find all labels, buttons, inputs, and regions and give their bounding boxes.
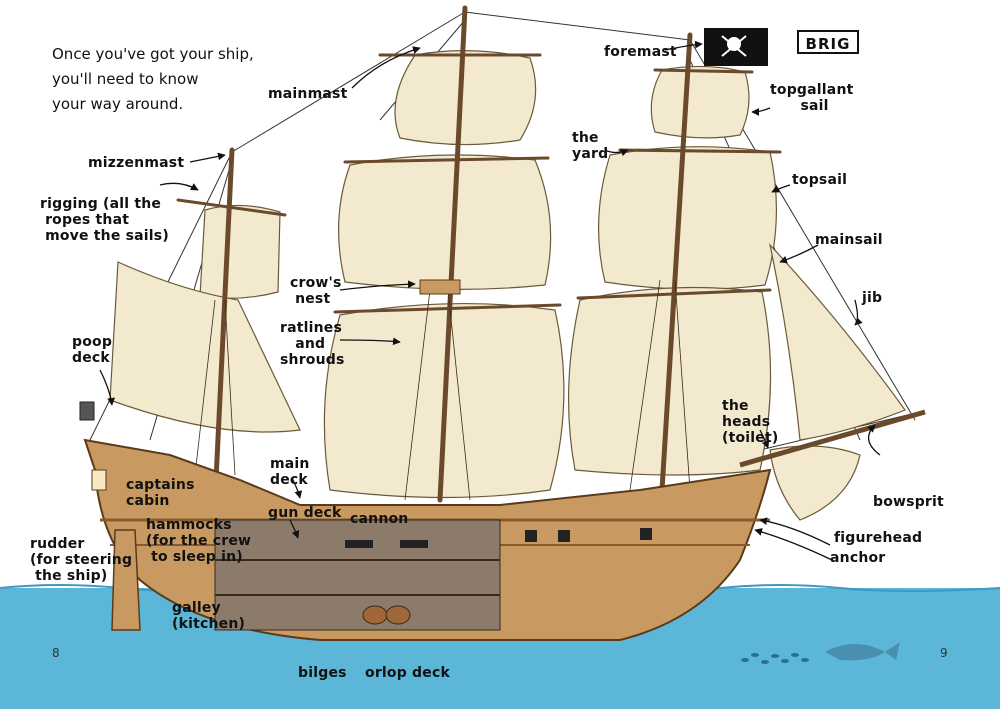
yards [176,53,782,314]
label-arrows [99,40,881,561]
page-number-left: 8 [52,646,60,660]
label-rigging: rigging (all the ropes that move the sai… [40,196,169,244]
label-orlop-deck: orlop deck [365,665,450,681]
label-ratlines-shrouds: ratlines and shrouds [280,320,345,368]
label-figurehead: figurehead [834,530,923,546]
label-gun-deck: gun deck [268,505,342,521]
label-bilges: bilges [298,665,347,681]
label-jib: jib [862,290,883,306]
page-number-right: 9 [940,646,948,660]
label-rudder: rudder (for steering the ship) [30,536,133,584]
label-the-heads: the heads (toilet) [722,398,779,446]
label-topgallant-sail: topgallant sail [770,82,854,114]
ratlines [194,279,691,501]
jolly-roger-flag [704,28,768,66]
label-mainmast: mainmast [268,86,348,102]
masts [213,5,693,503]
label-galley: galley (kitchen) [172,600,246,632]
ship-hull [79,401,926,641]
fish-school [741,653,809,664]
ship-type-box: BRIG [797,30,859,54]
label-bowsprit: bowsprit [873,494,944,510]
label-crows-nest: crow's nest [290,275,342,307]
label-anchor: anchor [830,550,886,566]
main-sails [323,50,565,499]
label-mizzenmast: mizzenmast [88,155,185,171]
label-captains-cabin: captains cabin [126,477,195,509]
crows-nest-platform [419,279,461,295]
label-cannon: cannon [350,511,409,527]
label-the-yard: the yard [572,130,609,162]
shark [825,642,900,661]
label-main-deck: main deck [270,456,310,488]
label-foremast: foremast [604,44,677,60]
hold-cutaway [214,519,501,631]
intro-text: Once you've got your ship, you'll need t… [52,45,254,113]
label-topsail: topsail [792,172,848,188]
label-hammocks: hammocks (for the crew to sleep in) [146,517,252,565]
label-poop-deck: poop deck [72,334,113,366]
label-mainsail: mainsail [815,232,883,248]
fore-sails [567,65,906,521]
